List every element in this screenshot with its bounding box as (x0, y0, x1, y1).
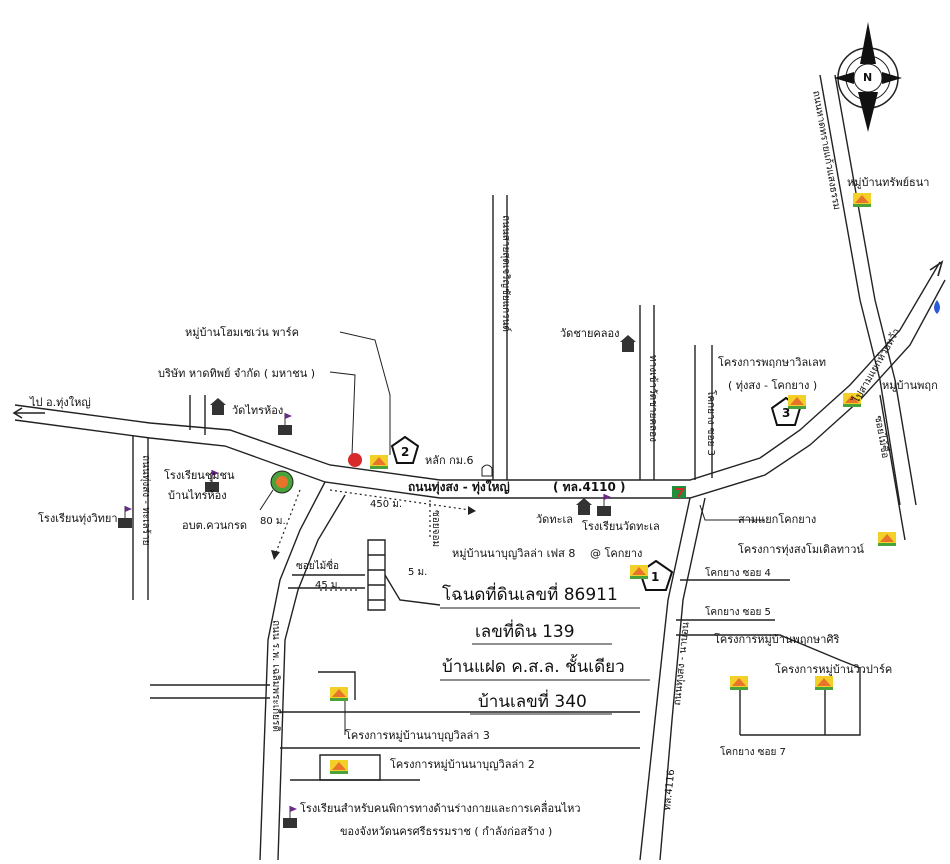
obt-logo-icon (270, 470, 294, 494)
property-lot (367, 539, 386, 611)
label-khokyang-soi4: โคกยาง ซอย 4 (705, 568, 771, 579)
label-school-thungwittaya: โรงเรียนทุ่งวิทยา (38, 512, 118, 525)
village-icons (330, 193, 896, 774)
label-naboon3: โครงการหมู่บ้านนาบุญวิลล่า 3 (345, 729, 490, 742)
label-disabled-school-1: โรงเรียนสำหรับคนพิการทางด้านร่างกายและกา… (300, 802, 581, 815)
property-house-no: บ้านเลขที่ 340 (478, 692, 587, 712)
coke-icon (348, 453, 362, 467)
left-road-label: ถนนทุ่งสง - ทะเลร้าย (140, 455, 151, 546)
property-deed: โฉนดที่ดินเลขที่ 86911 (442, 585, 618, 605)
seven-eleven-icon (672, 486, 686, 498)
label-saem-yaek: สามแยกโคกยาง (738, 513, 817, 526)
label-school-saihong-1: โรงเรียนชุมชน (164, 469, 235, 482)
km6-marker-icon (481, 464, 493, 477)
temple-icon-chaikhlong (620, 335, 636, 352)
soi-maisue-label: ซอยไม้ซื่อ (296, 561, 340, 572)
water-drop-icon (934, 300, 940, 314)
lower-left-road (259, 481, 326, 861)
soi-mid-label: ซอยจอม (430, 510, 441, 548)
label-khokyang-soi3: โคกยาง ซอย 3 (705, 390, 716, 456)
label-school-wat-thale: โรงเรียนวัดทะเล (582, 520, 660, 533)
school-icon-2 (205, 470, 219, 492)
label-obt: อบต.ควนกรด (182, 519, 247, 532)
label-home-seven-park: หมู่บ้านโฮมเซเว่น พาร์ค (185, 326, 299, 339)
label-thungsong-modern: โครงการทุ่งสงโมเดิลทาวน์ (738, 543, 864, 556)
compass-icon (834, 22, 902, 132)
label-phruksa-villa-2: ( ทุ่งสง - โคกยาง ) (728, 379, 818, 392)
label-km6: หลัก กม.6 (425, 454, 474, 467)
distance-450: 450 ม. (370, 499, 403, 510)
label-wat-chaikhlong: วัดชายคลอง (560, 327, 620, 340)
label-phruksa-villa-1: โครงการพฤกษาวิลเลท (718, 356, 826, 369)
tl4116-road (639, 497, 691, 861)
property-land-no: เลขที่ดิน 139 (475, 622, 575, 642)
label-wat-saihong: วัดไทรห้อง (232, 404, 284, 417)
marker-1: 1 (651, 570, 660, 584)
temple-icon-thale (576, 498, 592, 515)
label-naboon2: โครงการหมู่บ้านนาบุญวิลล่า 2 (390, 758, 535, 771)
compass-north-label: N (863, 71, 873, 84)
distance-5: 5 ม. (408, 567, 428, 578)
main-road-code: ( ทล.4110 ) (553, 480, 626, 494)
marker-3: 3 (782, 406, 791, 420)
school-icon-3 (118, 506, 132, 528)
label-khokyang-soi7: โคกยาง ซอย 7 (720, 747, 786, 758)
label-disabled-school-2: ของจังหวัดนครศรีธรรมราช ( กำลังก่อสร้าง … (340, 825, 553, 838)
mid-road-a-label: ถนนสายสุดเจริญชัยแกรนด์ (500, 215, 511, 332)
label-moo-sapthana: หมู่บ้านทรัพย์ธนา (847, 176, 930, 189)
label-wiw-park: โครงการหมู่บ้านวิวปาร์ค (775, 663, 893, 676)
village-road-label: ถนน ร.พ. เฉลิมพระเกียรติ (270, 620, 281, 732)
label-at-khokyang: @ โคกยาง (590, 547, 643, 560)
school-icon-1 (278, 413, 292, 435)
label-wat-thale: วัดทะเล (536, 513, 573, 526)
distance-45: 45 ม. (315, 580, 341, 591)
label-phruksa-nakhon: โครงการหมู่บ้านพฤกษาศิริ (714, 633, 840, 646)
property-house-type: บ้านแฝด ค.ส.ล. ชั้นเดียว (442, 657, 625, 677)
main-road-bottom (14, 279, 946, 499)
label-school-saihong-2: บ้านไทรห้อง (168, 489, 227, 502)
main-road-top (14, 261, 941, 481)
mid-road-b-label: ทางเข้าวัดชายคลอง (647, 355, 658, 443)
to-thungyai-label: ไป อ.ทุ่งใหญ่ (30, 396, 91, 409)
school-icon-4 (597, 494, 611, 516)
marker-2: 2 (401, 445, 410, 459)
label-hatthip: บริษัท หาดทิพย์ จำกัด ( มหาชน ) (158, 367, 316, 380)
school-icon-5 (283, 806, 297, 828)
distance-80: 80 ม. (260, 516, 286, 527)
marker-2-shape (390, 435, 420, 464)
label-khokyang-soi5: โคกยาง ซอย 5 (705, 607, 771, 618)
label-naboon-phase8: หมู่บ้านนาบุญวิลล่า เฟส 8 (452, 547, 576, 560)
label-moo-phruk: หมู่บ้านพฤก (882, 379, 938, 392)
main-road-label: ถนนทุ่งสง - ทุ่งใหญ่ (408, 480, 510, 494)
temple-icon-saihong (210, 398, 226, 415)
